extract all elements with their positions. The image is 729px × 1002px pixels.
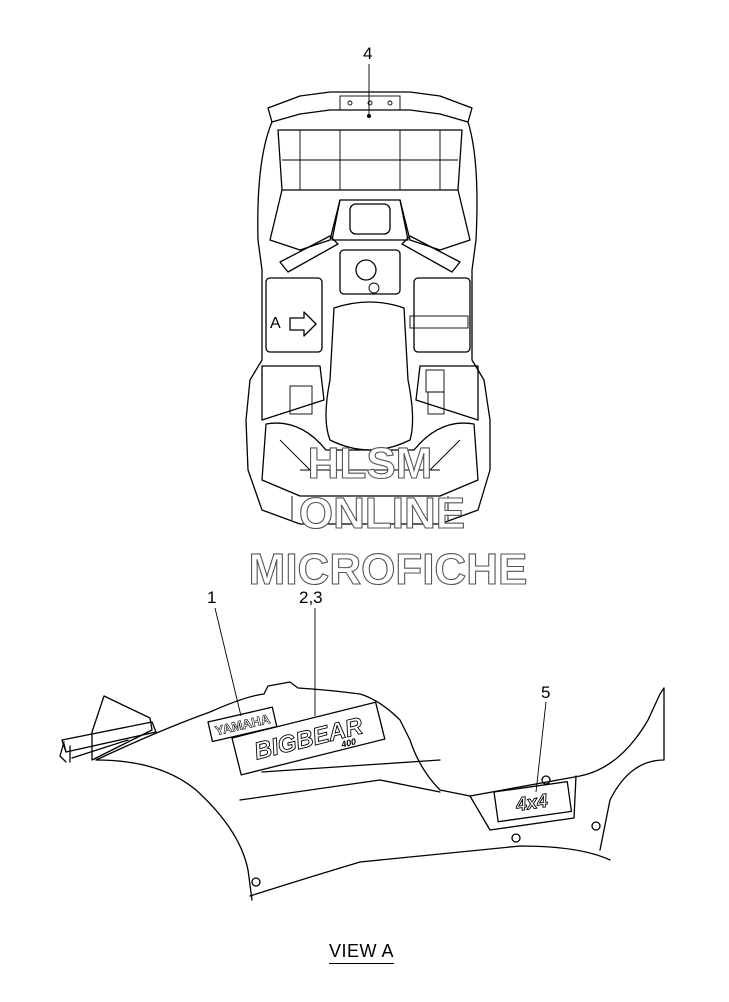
view-arrow-label: A bbox=[270, 315, 281, 332]
callout-1: 1 bbox=[207, 588, 217, 607]
view-title: VIEW A bbox=[329, 941, 395, 964]
decal-400-text: 400 bbox=[339, 736, 357, 750]
watermark: HLSM ONLINE MICROFICHE bbox=[248, 438, 528, 594]
atv-side-view: YAMAHA BIGBEAR 400 4x4 bbox=[59, 607, 665, 901]
callout-4: 4 bbox=[363, 44, 373, 63]
callout-5: 5 bbox=[541, 683, 551, 702]
callout-2-3: 2,3 bbox=[299, 588, 323, 607]
watermark-line3: MICROFICHE bbox=[249, 545, 528, 594]
decal-4x4-text: 4x4 bbox=[514, 791, 550, 816]
atv-top-view bbox=[245, 64, 491, 525]
watermark-line1: HLSM bbox=[308, 439, 433, 488]
watermark-line2: ONLINE bbox=[299, 489, 465, 538]
